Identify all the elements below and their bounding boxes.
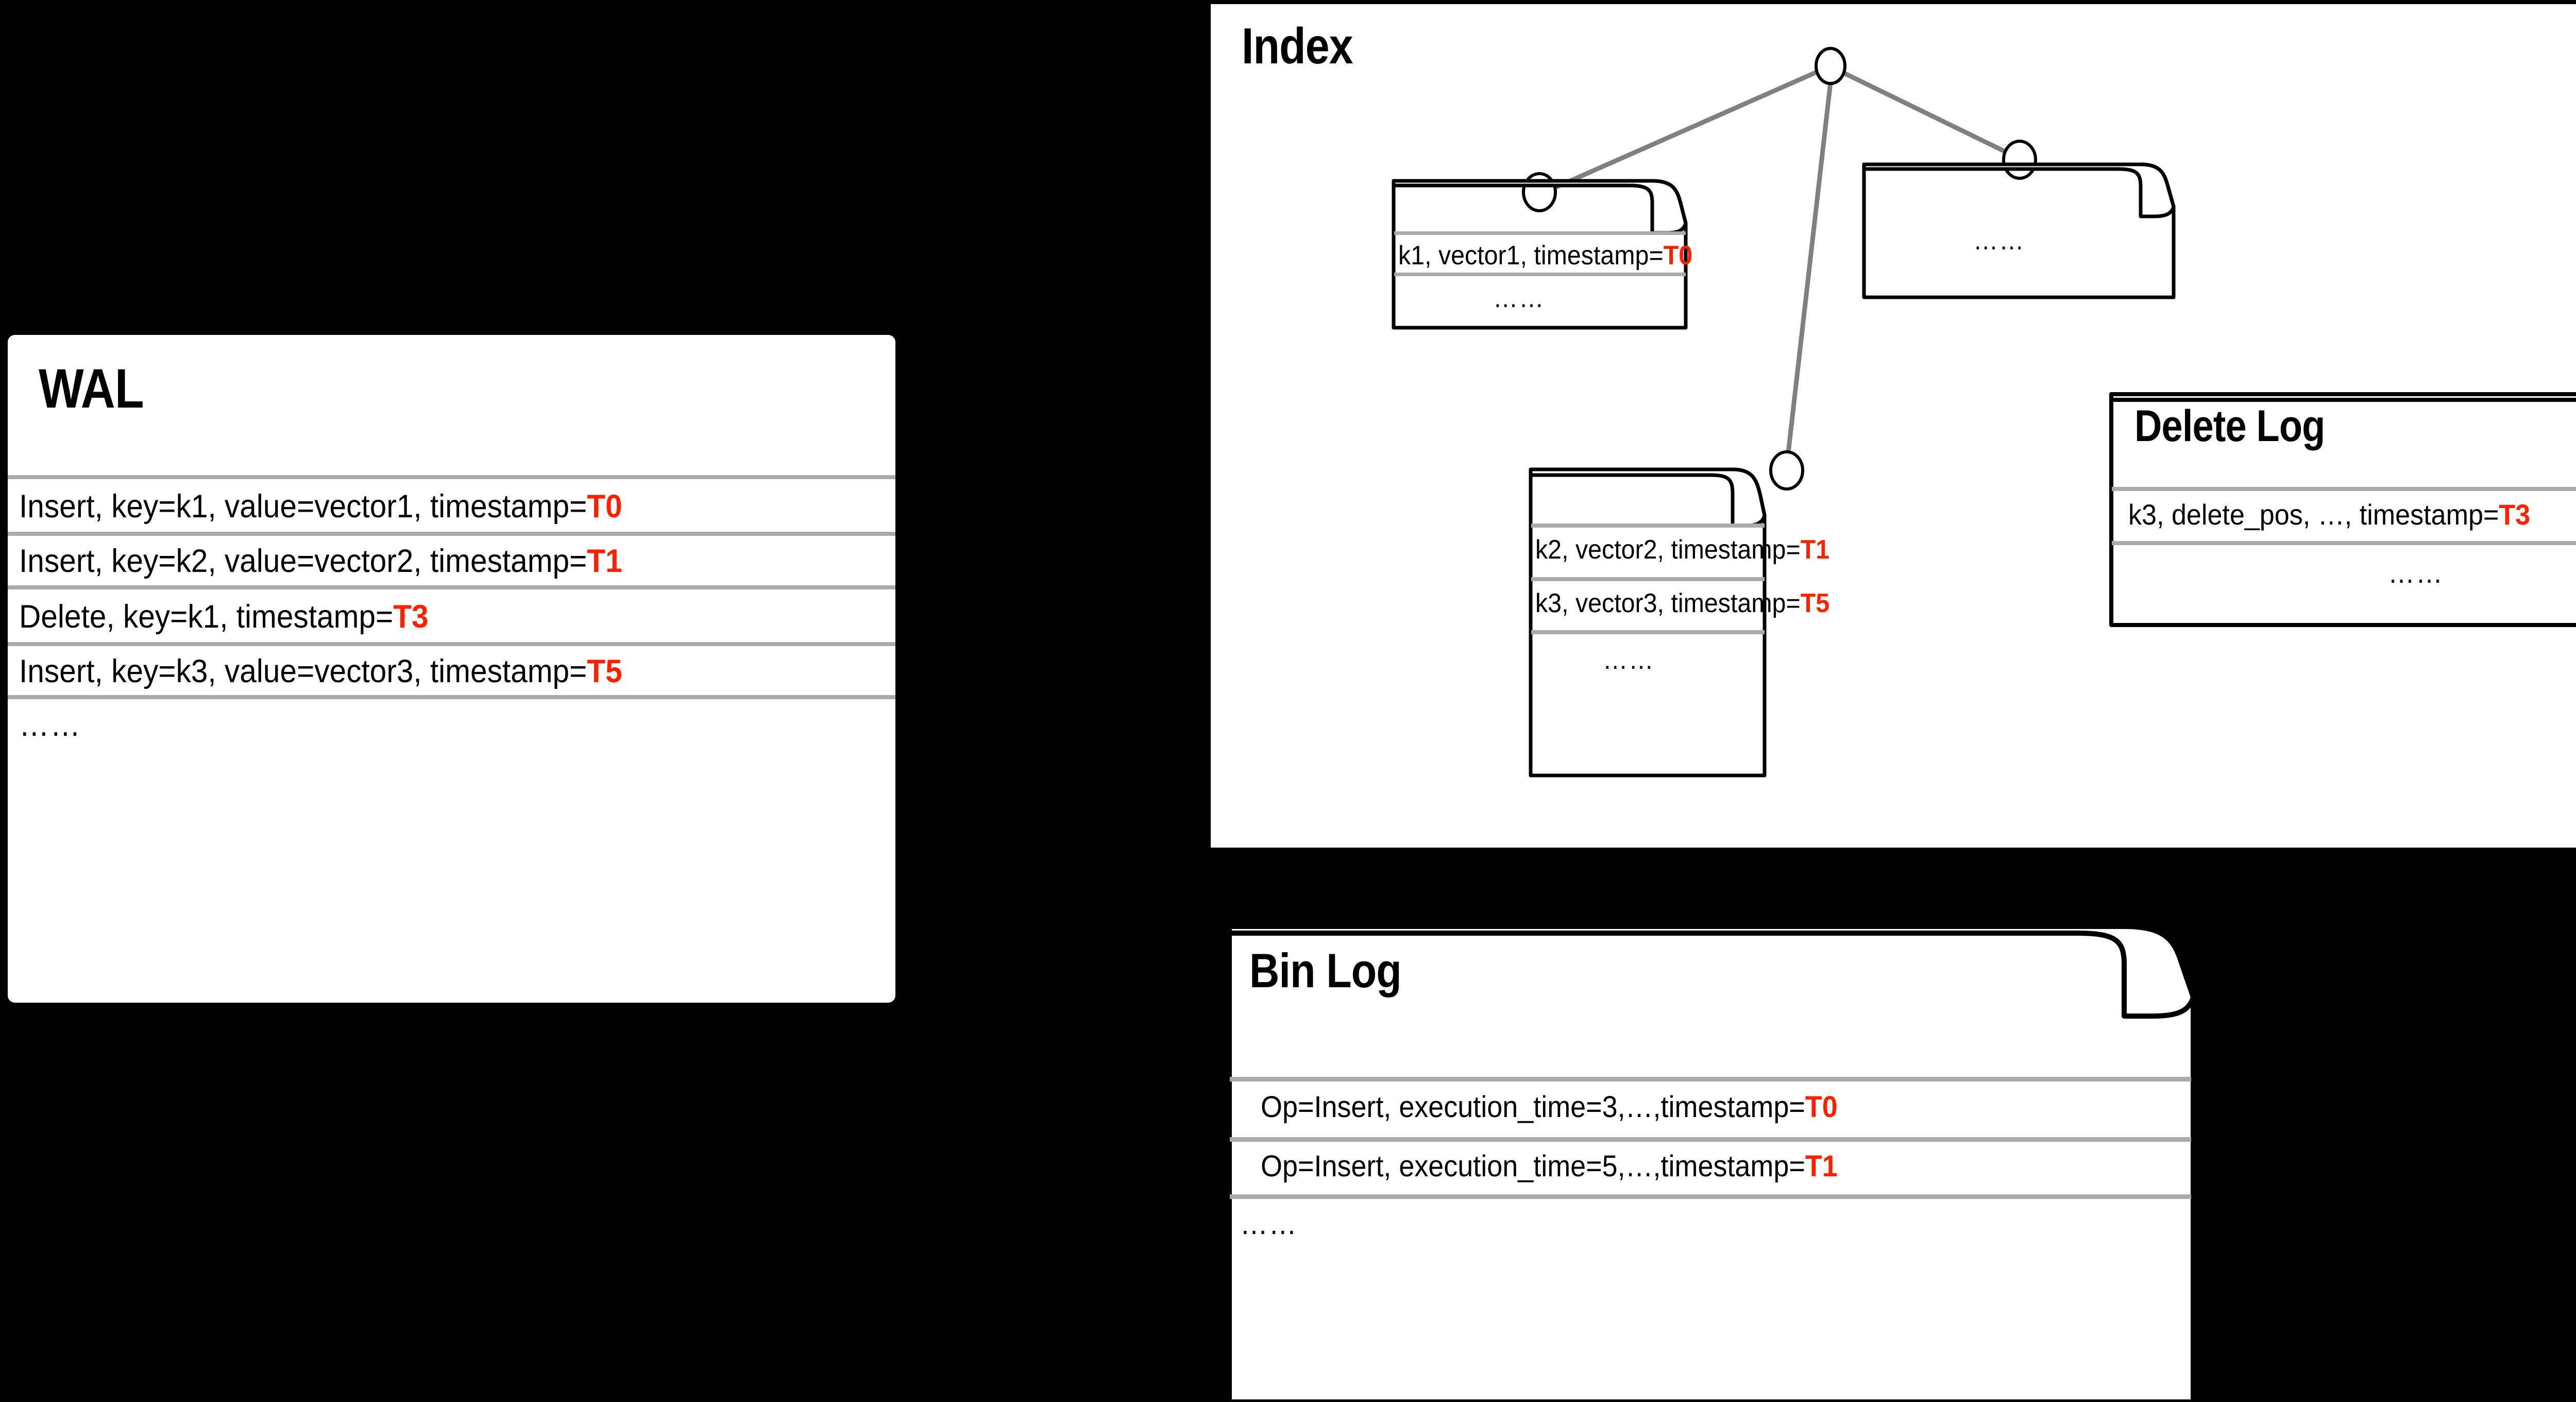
- bin-log-row-timestamp: T0: [1805, 1090, 1838, 1124]
- wal-title: WAL: [39, 357, 144, 419]
- index-leaf-mid-row-timestamp: T5: [1800, 588, 1830, 618]
- index-leaf-mid-separator: [1531, 577, 1765, 581]
- wal-row-text: Delete, key=k1, timestamp=: [19, 599, 394, 635]
- delete-log-ellipsis: ……: [2388, 556, 2444, 589]
- bin-log-panel: Bin Log Op=Insert, execution_time=3,…,ti…: [1227, 924, 2222, 1402]
- wal-separator: [8, 695, 895, 699]
- index-leaf-mid-row-text: k3, vector3, timestamp=: [1535, 588, 1801, 618]
- bin-log-row-text: Op=Insert, execution_time=5,…,timestamp=: [1261, 1150, 1805, 1183]
- index-leaf-mid-row: k2, vector2, timestamp=T1: [1535, 536, 1829, 563]
- index-leaf-right-ellipsis: ……: [1973, 226, 2025, 256]
- tree-edge-root-mid: [1784, 82, 1833, 467]
- wal-separator: [8, 585, 895, 589]
- delete-log-title: Delete Log: [2134, 401, 2325, 451]
- wal-row-timestamp: T1: [587, 543, 622, 579]
- wal-separator: [8, 642, 895, 646]
- bin-log-separator: [1230, 1194, 2191, 1199]
- bin-log-row-text: Op=Insert, execution_time=3,…,timestamp=: [1261, 1090, 1805, 1124]
- bin-log-separator: [1230, 1077, 2191, 1082]
- wal-row: Insert, key=k3, value=vector3, timestamp…: [19, 655, 622, 688]
- wal-row: Insert, key=k1, value=vector1, timestamp…: [19, 491, 622, 523]
- delete-log-box: Delete Log k3, delete_pos, …, timestamp=…: [2109, 392, 2576, 627]
- wal-row-timestamp: T0: [587, 488, 622, 525]
- index-leaf-mid: k2, vector2, timestamp=T1 k3, vector3, t…: [1529, 467, 1829, 778]
- index-title: Index: [1242, 18, 1353, 74]
- tree-edge-root-left: [1544, 63, 1832, 195]
- index-leaf-left-separator: [1394, 273, 1686, 276]
- index-leaf-left-row-timestamp: T0: [1663, 241, 1693, 271]
- wal-row-ellipsis: ……: [19, 707, 81, 743]
- tree-node-root: [1815, 47, 1846, 85]
- index-leaf-mid-row-text: k2, vector2, timestamp=: [1535, 535, 1801, 565]
- index-leaf-left-row: k1, vector1, timestamp=T0: [1398, 242, 1692, 269]
- bin-log-row: Op=Insert, execution_time=3,…,timestamp=…: [1261, 1092, 1838, 1122]
- delete-log-row-text: k3, delete_pos, …, timestamp=: [2128, 498, 2499, 531]
- delete-log-separator: [2112, 487, 2576, 491]
- wal-panel: WAL Insert, key=k1, value=vector1, times…: [8, 335, 895, 1003]
- delete-log-row-timestamp: T3: [2499, 498, 2531, 531]
- index-leaf-right: ……: [1862, 162, 2177, 299]
- index-leaf-left-row-text: k1, vector1, timestamp=: [1398, 241, 1664, 271]
- index-leaf-left-ellipsis: ……: [1493, 283, 1545, 313]
- wal-separator: [8, 475, 895, 479]
- index-leaf-mid-row-timestamp: T1: [1800, 535, 1830, 565]
- bin-log-row: Op=Insert, execution_time=5,…,timestamp=…: [1261, 1152, 1838, 1181]
- bin-log-ellipsis: ……: [1240, 1207, 1298, 1241]
- wal-row: Delete, key=k1, timestamp=T3: [19, 601, 429, 633]
- tree-edge-root-right: [1834, 66, 2015, 159]
- wal-row-text: Insert, key=k3, value=vector3, timestamp…: [19, 653, 587, 689]
- bin-log-title: Bin Log: [1249, 943, 1402, 998]
- wal-row-text: Insert, key=k2, value=vector2, timestamp…: [19, 543, 587, 579]
- index-leaf-mid-row: k3, vector3, timestamp=T5: [1535, 590, 1829, 617]
- index-leaf-mid-separator: [1531, 523, 1765, 528]
- index-leaf-left-separator: [1394, 231, 1686, 235]
- bin-log-separator: [1230, 1137, 2191, 1142]
- index-leaf-left: k1, vector1, timestamp=T0 ……: [1392, 179, 1692, 330]
- index-leaf-mid-ellipsis: ……: [1603, 645, 1655, 675]
- wal-row-timestamp: T3: [393, 599, 429, 635]
- bin-log-row-timestamp: T1: [1805, 1150, 1838, 1183]
- wal-separator: [8, 532, 895, 536]
- delete-log-separator: [2112, 541, 2576, 545]
- delete-log-row: k3, delete_pos, …, timestamp=T3: [2128, 500, 2530, 529]
- tree-node-mid: [1769, 450, 1804, 491]
- wal-row-timestamp: T5: [587, 653, 622, 689]
- wal-row: Insert, key=k2, value=vector2, timestamp…: [19, 545, 622, 578]
- wal-row-text: Insert, key=k1, value=vector1, timestamp…: [19, 488, 587, 525]
- index-panel: Index k1, vector1, timestamp=T0 ……: [1211, 4, 2576, 848]
- index-leaf-mid-separator: [1531, 630, 1765, 634]
